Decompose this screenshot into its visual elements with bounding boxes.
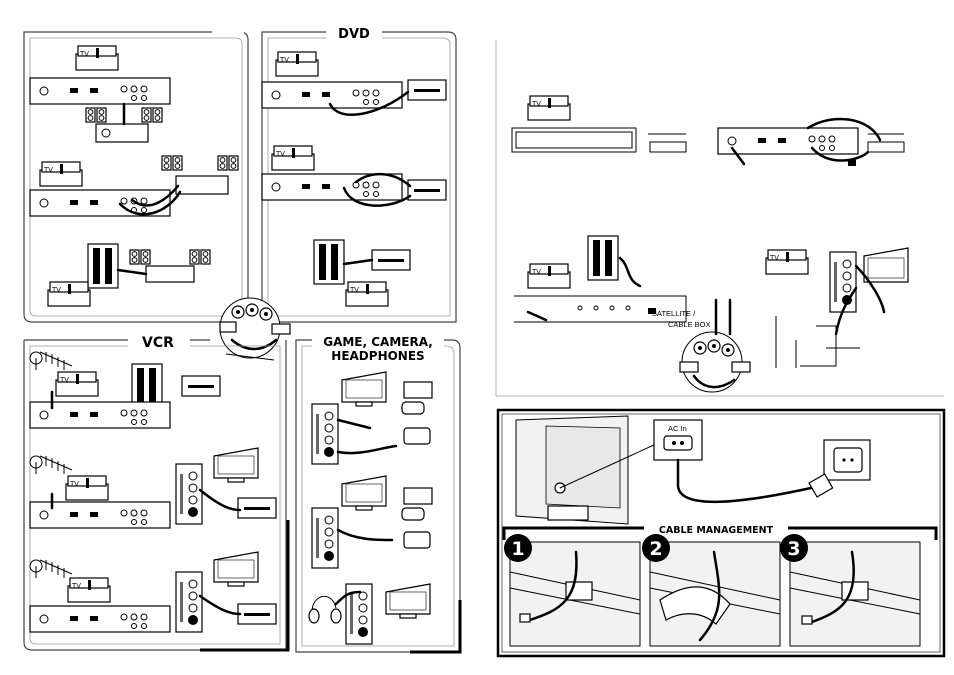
step-2-badge: 2: [642, 534, 670, 562]
vcr-panel: VCR TV TV TV: [24, 334, 288, 650]
vcr-title: VCR: [142, 335, 174, 351]
step-3-badge: 3: [780, 534, 808, 562]
cable-bundle-icon: [220, 298, 290, 360]
dvd-title: DVD: [338, 27, 370, 42]
tv-label-sat-3: TV: [770, 255, 779, 262]
tv-label-sat-2: TV: [532, 269, 541, 276]
tv-label-3: TV: [52, 287, 61, 294]
ac-in-label: AC In: [668, 424, 687, 433]
game-title-line2: HEADPHONES: [331, 349, 424, 363]
cable-management-panel: AC In CABLE MANAGEMENT 1: [498, 410, 944, 656]
tv-label-dvd-2: TV: [276, 151, 285, 158]
cable-management-title: CABLE MANAGEMENT: [659, 525, 774, 536]
amplifier-panel: TV TV TV: [24, 28, 248, 322]
tv-label-sat-1: TV: [532, 101, 541, 108]
tv-label-vcr-2: TV: [70, 481, 79, 488]
tv-label-2: TV: [44, 167, 53, 174]
dvd-panel: DVD TV TV TV: [262, 27, 456, 322]
step-1-number: 1: [511, 538, 524, 560]
step-3-number: 3: [787, 538, 800, 560]
step-2-number: 2: [649, 538, 662, 560]
tv-label-dvd-3: TV: [350, 287, 359, 294]
satellite-panel: TV TV SATELLITE / CABLE BOX TV: [496, 40, 944, 396]
game-camera-headphones-panel: GAME, CAMERA, HEADPHONES: [296, 334, 460, 652]
tv-label-dvd-1: TV: [280, 57, 289, 64]
satellite-label-line2: CABLE BOX: [668, 320, 711, 329]
step-1-badge: 1: [504, 534, 532, 562]
game-title-line1: GAME, CAMERA,: [323, 335, 433, 349]
satellite-label-line1: SATELLITE /: [652, 309, 696, 318]
tv-label-1: TV: [80, 51, 89, 58]
tv-label-vcr-3: TV: [72, 583, 81, 590]
tv-label-vcr-1: TV: [60, 377, 69, 384]
